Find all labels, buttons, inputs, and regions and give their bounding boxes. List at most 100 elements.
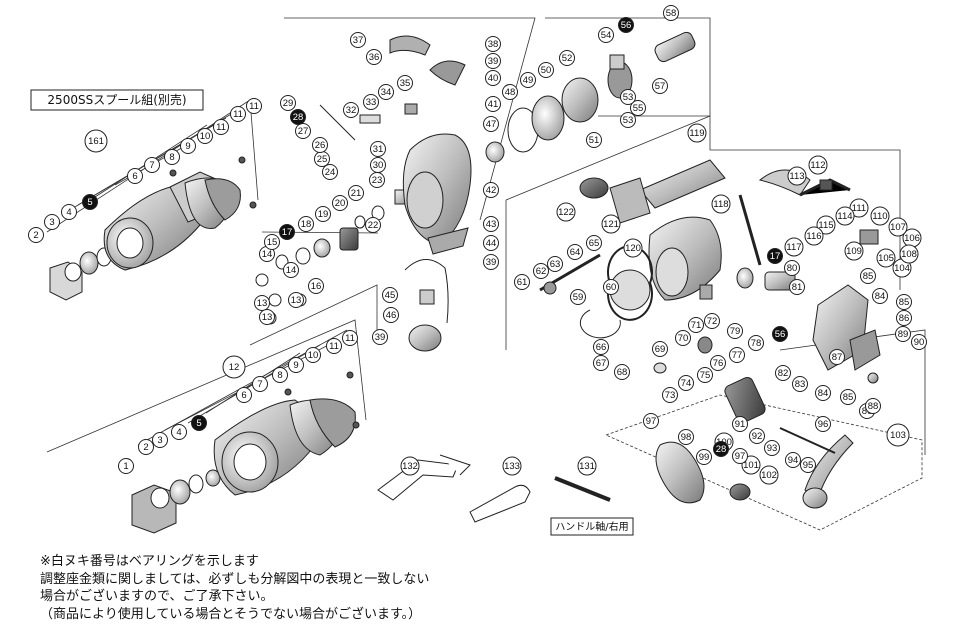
part-callout-39: 39 [483,254,499,270]
part-callout-circle [246,98,262,114]
part-callout-circle [483,216,499,232]
part-callout-label: 13 [291,295,302,306]
part-callout-circle [315,206,331,222]
part-callout-circle [533,263,549,279]
part-callout-label: 117 [786,242,801,253]
part-callout-label: 106 [904,233,920,244]
part-callout-label: 104 [894,263,910,274]
part-callout-circle [614,364,630,380]
part-callout-circle [704,313,720,329]
part-callout-circle [729,347,745,363]
part-callout-label: 49 [523,75,534,86]
part-callout-68: 68 [614,364,630,380]
part-callout-circle [372,329,388,345]
part-callout-label: 35 [400,78,411,89]
part-callout-28: 28 [713,441,729,457]
part-callout-label: 21 [351,188,362,199]
part-callout-circle [618,17,634,33]
part-callout-circle [378,84,394,100]
part-illustrations: ハンドル軸/右用 [49,31,881,536]
part-callout-label: 46 [386,310,397,321]
part-callout-label: 3 [157,435,162,446]
part-callout-circle [397,75,413,91]
part-callout-circle [363,94,379,110]
part-callout-label: 122 [558,207,574,218]
part-callout-51: 51 [586,132,602,148]
part-callout-label: 85 [863,271,874,282]
spool-option-title-box: 2500SSスプール組(別売) [30,89,204,111]
part-callout-39: 39 [372,329,388,345]
part-callout-circle [870,206,890,226]
part-callout-circle [598,27,614,43]
part-callout-circle [280,95,296,111]
part-callout-label: 86 [862,406,873,417]
part-callout-76: 76 [710,355,726,371]
part-callout-label: 91 [735,419,746,430]
part-callout-circle [663,5,679,21]
part-callout-label: 53 [623,92,634,103]
tools-drawing: ハンドル軸/右用 [377,454,634,536]
part-callout-label: 132 [402,461,418,472]
part-callout-circle [171,424,187,440]
part-callout-1: 1 [118,458,134,474]
part-callout-62: 62 [533,263,549,279]
part-callout-94: 94 [785,452,801,468]
part-callout-133: 133 [502,456,522,476]
part-callout-label: 80 [787,263,798,274]
part-callout-87: 87 [829,349,845,365]
part-callout-label: 22 [368,220,379,231]
part-callout-circle [713,441,729,457]
part-callout-label: 33 [366,97,377,108]
part-callout-circle [775,365,791,381]
part-callout-circle [678,429,694,445]
part-callout-10: 10 [305,347,321,363]
part-callout-114: 114 [835,206,855,226]
part-callout-label: 115 [818,220,833,231]
part-callout-122: 122 [556,202,576,222]
part-callout-11: 11 [326,338,342,354]
notes-block: ※白ヌキ番号はベアリングを示します 調整座金類に関しましては、必ずしも分解図中の… [40,553,429,623]
part-callout-label: 67 [596,358,607,369]
part-callout-circle [28,227,44,243]
part-callout-97: 97 [732,448,748,464]
part-callout-22: 22 [365,217,381,233]
part-callout-label: 65 [589,238,600,249]
part-callout-131: 131 [577,456,597,476]
part-callout-circle [593,339,609,355]
part-callout-label: 26 [315,140,326,151]
part-callout-circle [865,398,881,414]
part-callout-47: 47 [483,116,499,132]
part-callout-label: 48 [505,87,516,98]
note-line-1: ※白ヌキ番号はベアリングを示します [40,554,259,569]
part-callout-circle [792,376,808,392]
part-callout-label: 103 [890,430,906,441]
part-callout-label: 73 [665,390,676,401]
part-callout-circle [586,235,602,251]
part-callout-circle [44,214,60,230]
handle-shaft-note: ハンドル軸/右用 [555,520,628,533]
part-callout-label: 76 [713,358,724,369]
part-callout-label: 74 [681,378,692,389]
part-callout-circle [888,217,908,237]
part-callout-27: 27 [295,123,311,139]
part-callout-label: 131 [579,461,595,472]
part-callout-label: 62 [536,266,547,277]
part-callout-64: 64 [567,244,583,260]
part-callout-circle [732,416,748,432]
part-callout-label: 94 [788,455,799,466]
part-callout-54: 54 [598,27,614,43]
part-callout-circle [350,32,366,48]
part-callout-105: 105 [876,248,896,268]
part-callout-58: 58 [663,5,679,21]
part-callout-circle [298,216,314,232]
part-callout-112: 112 [808,155,828,175]
part-callout-circle [180,138,196,154]
part-callout-circle [366,49,382,65]
part-callout-110: 110 [870,206,890,226]
part-callout-132: 132 [400,456,420,476]
part-number-callouts: 1234567891011121314151617181920212223242… [28,5,927,485]
part-callout-circle [547,256,563,272]
part-callout-56: 56 [772,326,788,342]
part-callout-label: 98 [681,432,692,443]
part-callout-circle [382,287,398,303]
